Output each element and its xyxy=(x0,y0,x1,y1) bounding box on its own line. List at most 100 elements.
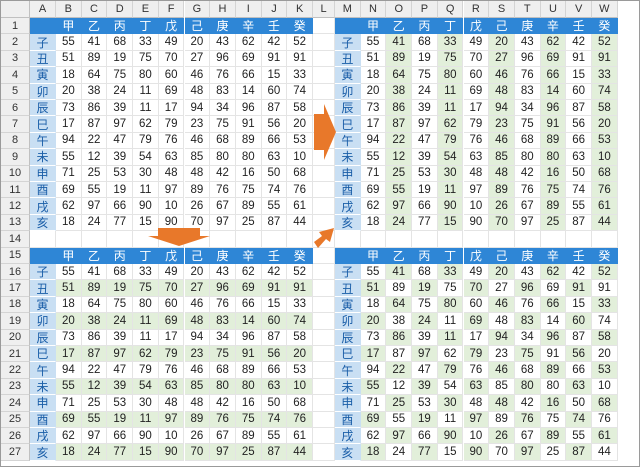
value-cell[interactable]: 69 xyxy=(360,411,387,428)
value-cell[interactable]: 51 xyxy=(360,50,387,68)
grid-cell[interactable] xyxy=(540,231,567,248)
value-cell[interactable]: 42 xyxy=(566,34,592,51)
value-cell[interactable]: 56 xyxy=(566,346,592,363)
value-cell[interactable]: 20 xyxy=(287,346,313,363)
value-cell[interactable]: 61 xyxy=(592,198,618,215)
value-cell[interactable]: 85 xyxy=(184,378,211,396)
value-cell[interactable]: 43 xyxy=(514,34,541,51)
value-cell[interactable]: 19 xyxy=(107,280,134,297)
value-cell[interactable]: 27 xyxy=(489,280,515,297)
value-cell[interactable]: 70 xyxy=(158,50,185,68)
value-cell[interactable]: 68 xyxy=(287,165,313,182)
value-cell[interactable]: 15 xyxy=(261,296,288,314)
value-cell[interactable]: 25 xyxy=(81,395,108,412)
value-cell[interactable]: 16 xyxy=(235,165,262,182)
value-cell[interactable]: 62 xyxy=(56,428,82,445)
column-header-S[interactable]: S xyxy=(489,1,515,18)
value-cell[interactable]: 63 xyxy=(158,149,185,166)
value-cell[interactable]: 44 xyxy=(287,214,313,232)
value-cell[interactable]: 97 xyxy=(158,182,185,199)
value-cell[interactable]: 60 xyxy=(566,83,592,100)
value-cell[interactable]: 18 xyxy=(360,214,387,232)
value-cell[interactable]: 87 xyxy=(566,214,592,232)
value-cell[interactable]: 76 xyxy=(592,411,618,428)
value-cell[interactable]: 94 xyxy=(184,329,211,346)
value-cell[interactable]: 80 xyxy=(133,296,159,314)
value-cell[interactable]: 39 xyxy=(412,149,438,166)
value-cell[interactable]: 70 xyxy=(489,214,515,232)
value-cell[interactable]: 39 xyxy=(412,329,438,346)
grid-cell[interactable] xyxy=(313,280,335,297)
value-cell[interactable]: 18 xyxy=(56,67,82,84)
value-cell[interactable]: 90 xyxy=(158,444,185,461)
column-header-H[interactable]: H xyxy=(210,1,236,18)
column-header-R[interactable]: R xyxy=(463,1,490,18)
value-cell[interactable]: 56 xyxy=(261,346,288,363)
value-cell[interactable]: 69 xyxy=(540,50,567,68)
column-header-V[interactable]: V xyxy=(566,1,592,18)
value-cell[interactable]: 49 xyxy=(463,34,490,51)
value-cell[interactable]: 17 xyxy=(56,116,82,133)
value-cell[interactable]: 53 xyxy=(287,362,313,379)
grid-cell[interactable] xyxy=(313,231,335,248)
value-cell[interactable]: 91 xyxy=(235,346,262,363)
value-cell[interactable]: 96 xyxy=(210,50,236,68)
value-cell[interactable]: 76 xyxy=(210,296,236,314)
value-cell[interactable]: 44 xyxy=(592,444,618,461)
value-cell[interactable]: 76 xyxy=(514,67,541,84)
value-cell[interactable]: 70 xyxy=(158,280,185,297)
value-cell[interactable]: 73 xyxy=(56,100,82,117)
value-cell[interactable]: 33 xyxy=(437,34,464,51)
value-cell[interactable]: 33 xyxy=(437,264,464,281)
column-header-N[interactable]: N xyxy=(360,1,387,18)
value-cell[interactable]: 62 xyxy=(56,198,82,215)
value-cell[interactable]: 20 xyxy=(489,34,515,51)
value-cell[interactable]: 34 xyxy=(210,100,236,117)
value-cell[interactable]: 38 xyxy=(81,83,108,100)
value-cell[interactable]: 17 xyxy=(360,116,387,133)
row-header-7[interactable]: 7 xyxy=(1,116,30,133)
value-cell[interactable]: 61 xyxy=(287,428,313,445)
value-cell[interactable]: 50 xyxy=(261,395,288,412)
value-cell[interactable]: 75 xyxy=(437,280,464,297)
value-cell[interactable]: 27 xyxy=(184,50,211,68)
value-cell[interactable]: 48 xyxy=(489,83,515,100)
value-cell[interactable]: 24 xyxy=(107,313,134,330)
value-cell[interactable]: 97 xyxy=(158,411,185,428)
value-cell[interactable]: 97 xyxy=(463,411,490,428)
value-cell[interactable]: 62 xyxy=(437,346,464,363)
value-cell[interactable]: 97 xyxy=(463,182,490,199)
value-cell[interactable]: 15 xyxy=(437,214,464,232)
value-cell[interactable]: 64 xyxy=(386,296,413,314)
value-cell[interactable]: 14 xyxy=(235,313,262,330)
value-cell[interactable]: 23 xyxy=(489,116,515,133)
value-cell[interactable]: 96 xyxy=(210,280,236,297)
grid-cell[interactable] xyxy=(287,231,313,248)
row-header-3[interactable]: 3 xyxy=(1,50,30,68)
value-cell[interactable]: 87 xyxy=(566,329,592,346)
value-cell[interactable]: 55 xyxy=(56,378,82,396)
value-cell[interactable]: 50 xyxy=(566,165,592,182)
value-cell[interactable]: 61 xyxy=(287,198,313,215)
value-cell[interactable]: 87 xyxy=(386,116,413,133)
value-cell[interactable]: 77 xyxy=(412,444,438,461)
value-cell[interactable]: 39 xyxy=(412,378,438,396)
value-cell[interactable]: 52 xyxy=(287,34,313,51)
value-cell[interactable]: 80 xyxy=(437,296,464,314)
value-cell[interactable]: 15 xyxy=(261,67,288,84)
value-cell[interactable]: 60 xyxy=(261,313,288,330)
value-cell[interactable]: 48 xyxy=(489,165,515,182)
value-cell[interactable]: 61 xyxy=(592,428,618,445)
value-cell[interactable]: 50 xyxy=(566,395,592,412)
value-cell[interactable]: 15 xyxy=(133,214,159,232)
value-cell[interactable]: 42 xyxy=(514,395,541,412)
row-header-4[interactable]: 4 xyxy=(1,67,30,84)
value-cell[interactable]: 68 xyxy=(287,395,313,412)
value-cell[interactable]: 38 xyxy=(81,313,108,330)
value-cell[interactable]: 69 xyxy=(463,83,490,100)
value-cell[interactable]: 74 xyxy=(287,83,313,100)
value-cell[interactable]: 10 xyxy=(158,198,185,215)
grid-cell[interactable] xyxy=(463,231,490,248)
grid-cell[interactable] xyxy=(313,296,335,314)
column-header-J[interactable]: J xyxy=(261,1,288,18)
